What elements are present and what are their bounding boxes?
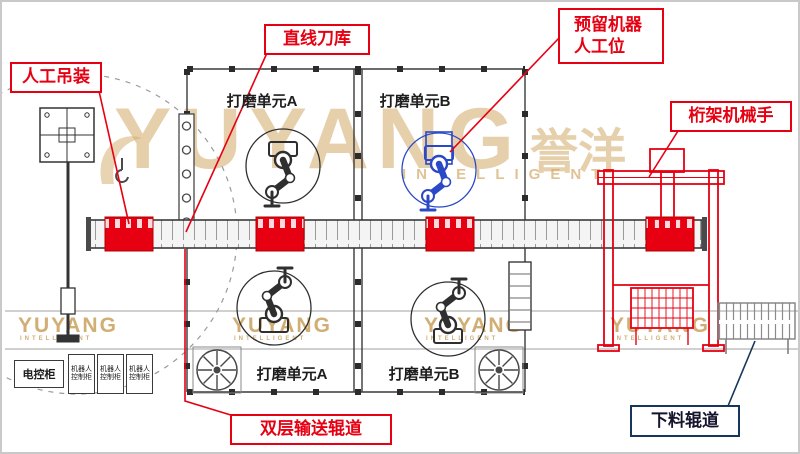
- conveyor-left-cap: [86, 217, 91, 251]
- leader-reserved-station: [449, 37, 560, 153]
- electric-control-cabinet: 电控柜: [14, 360, 64, 388]
- zone-grind-b-top: 打磨单元B: [379, 93, 451, 110]
- callout-linear-tool-magazine: 直线刀库: [264, 24, 370, 55]
- leader-truss: [648, 130, 679, 178]
- truss-mast: [660, 171, 675, 221]
- callout-manual-hoist-label: 人工吊装: [22, 67, 90, 87]
- hoist-hook-icon: [115, 158, 129, 183]
- callout-unload-roller-label: 下料辊道: [651, 410, 719, 430]
- watermark-brand: YUYANG: [232, 314, 332, 337]
- callout-reserved-robot-station: 预留机器 人工位: [558, 8, 664, 64]
- unload-roller-table: [717, 302, 796, 354]
- leader-double-conveyor: [184, 249, 235, 417]
- watermark-tagline: INTELLIGENT: [234, 336, 307, 342]
- reserved-station-line1: 预留机器: [574, 14, 642, 34]
- callout-unload-roller: 下料辊道: [630, 405, 740, 437]
- robot-control-cabinet-3: 机器人控制柜: [126, 354, 153, 394]
- linear-tool-magazine: [178, 113, 195, 237]
- robot-grind-a-bottom-icon: [237, 268, 311, 345]
- truss-gripper: [653, 218, 682, 234]
- callout-double-layer-conveyor: 双层输送辊道: [230, 414, 392, 445]
- watermark-small: YUYANG INTELLIGENT: [232, 315, 332, 342]
- conveyor-right-cap: [702, 217, 707, 251]
- watermark-tagline: INTELLIGENT: [426, 336, 524, 342]
- watermark-bird-icon: [100, 136, 142, 184]
- callout-manual-hoist: 人工吊装: [10, 62, 102, 93]
- reserved-station-line2: 人工位: [574, 37, 625, 56]
- watermark-tagline: INTELLIGENT: [20, 336, 93, 342]
- truss-basket: [630, 287, 694, 345]
- callout-double-conveyor-label: 双层输送辊道: [260, 419, 362, 439]
- robot-grind-b-bottom-icon: [411, 279, 485, 356]
- callout-tool-magazine-label: 直线刀库: [283, 29, 351, 49]
- fan-right-icon: [474, 346, 524, 394]
- callout-truss-manipulator: 桁架机械手: [670, 101, 792, 132]
- leader-lines: [98, 37, 756, 417]
- grinding-robots: [237, 129, 485, 356]
- leader-tool-magazine: [185, 52, 268, 233]
- conveyor-station-3: [425, 216, 475, 252]
- robot-grind-a-top-icon: [246, 129, 320, 206]
- fan-left-icon: [192, 346, 242, 394]
- zone-grind-a-top: 打磨单元A: [226, 93, 298, 110]
- leader-manual-hoist: [98, 90, 130, 225]
- robot-reserved-b-top-icon: [402, 133, 476, 210]
- leader-unload-roller: [727, 340, 756, 407]
- callout-truss-label: 桁架机械手: [688, 106, 774, 126]
- zone-grind-b-bottom: 打磨单元B: [388, 366, 460, 383]
- robot-control-cabinet-1: 机器人控制柜: [68, 354, 95, 394]
- watermark-tagline: INTELLIGENT: [612, 336, 685, 342]
- truss-manipulator: [597, 148, 725, 352]
- zone-grind-a-bottom: 打磨单元A: [256, 366, 328, 383]
- aux-machine-box: [508, 261, 532, 331]
- watermark-tagline: INTELLIGENT: [402, 166, 611, 183]
- robot-control-cabinet-2: 机器人控制柜: [97, 354, 124, 394]
- conveyor-station-2: [255, 216, 305, 252]
- manual-hoist-structure: [39, 107, 95, 343]
